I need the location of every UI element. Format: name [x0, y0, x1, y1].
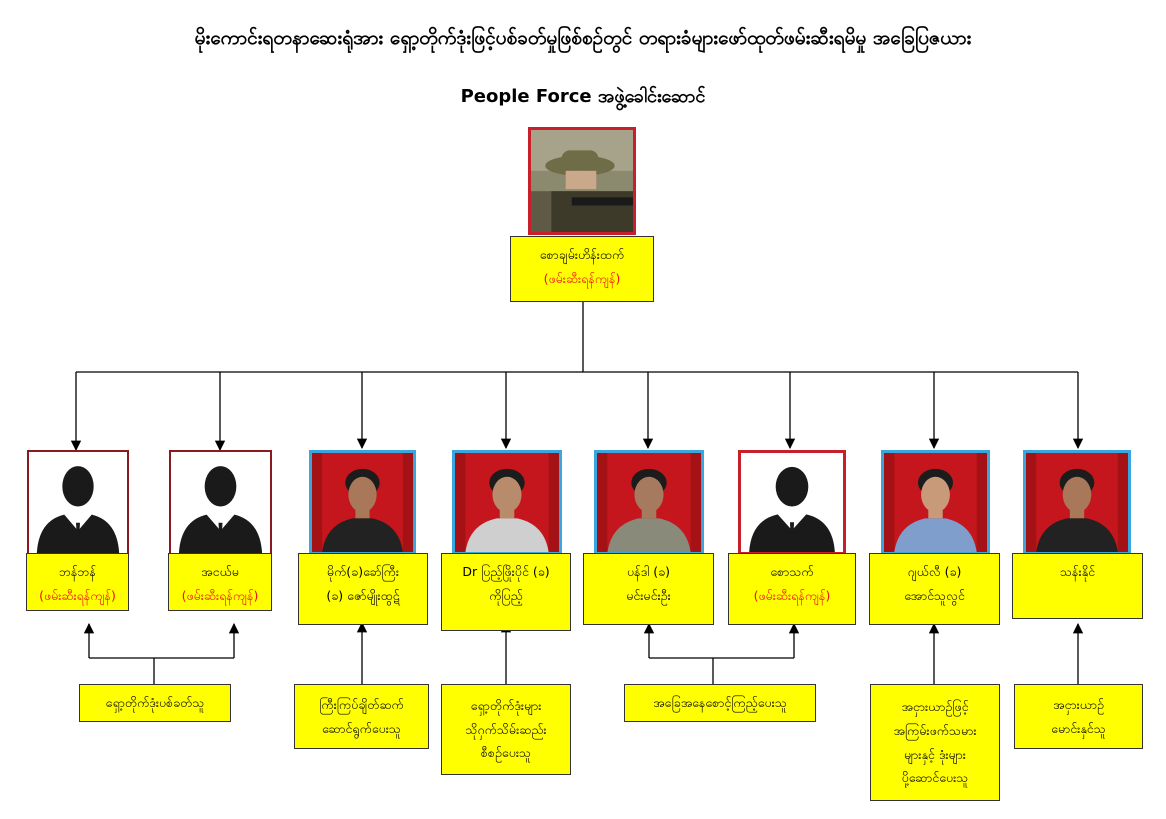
role-text-line: အကြမ်းဖက်သမား — [893, 722, 977, 738]
member-photo — [27, 450, 129, 555]
leader-photo — [528, 127, 636, 235]
leader-status: (ဖမ်းဆီးရန်ကျန်) — [543, 270, 621, 286]
member-status: (ဖမ်းဆီးရန်ကျန်) — [181, 587, 259, 603]
member-photo — [169, 450, 272, 555]
role-box: အခြေအနေစောင့်ကြည့်ပေးသူ — [624, 684, 816, 722]
member-photo — [881, 450, 990, 555]
member-name: Dr ပြည့်ဖြိုးပိုင် (ခ) — [462, 564, 550, 579]
member-card: မိုက်(ခ)ခော်ကြီး (ခ) ဇော်မျိုးထွဋ် — [298, 553, 428, 625]
member-card: စောသက် (ဖမ်းဆီးရန်ကျန်) — [728, 553, 856, 625]
member-alias: (ခ) ဇော်မျိုးထွဋ် — [326, 587, 400, 603]
role-text-line: ရှော့တိုက်ဒုံးပစ်ခတ်သူ — [105, 695, 205, 711]
member-status: (ဖမ်းဆီးရန်ကျန်) — [753, 587, 831, 603]
member-alias: မင်းမင်းဦး — [626, 587, 671, 603]
leader-name: စောချမ်းဟိန်းထက် — [539, 247, 625, 262]
member-card: သန်းနိုင် — [1012, 553, 1143, 619]
member-name: စောသက် — [770, 564, 814, 579]
role-text-line: များနှင့် ဒုံးများ — [904, 746, 966, 762]
role-text-line: ရှော့တိုက်ဒုံးများ — [470, 697, 542, 713]
member-alias: ကိုပြည့် — [489, 587, 523, 603]
member-card: အငယ်မ (ဖမ်းဆီးရန်ကျန်) — [168, 553, 272, 611]
role-text-line: ကြီးကြပ်ချိတ်ဆက် — [319, 696, 404, 712]
role-text-line: အငှားယာဉ် — [1053, 696, 1104, 712]
role-box: ရှော့တိုက်ဒုံးပစ်ခတ်သူ — [79, 684, 231, 722]
role-text-line: သိုဂှက်သိမ်းဆည်း — [465, 721, 547, 737]
role-text-line: ပို့ဆောင်ပေးသူ — [901, 770, 969, 786]
role-box: အငှားယာဉ်ဖြင့်အကြမ်းဖက်သမားများနှင့် ဒုံ… — [870, 684, 1000, 801]
member-card: Dr ပြည့်ဖြိုးပိုင် (ခ) ကိုပြည့် — [441, 553, 571, 631]
role-text-line: မောင်းနှင်သူ — [1051, 720, 1106, 736]
member-alias: အောင်သူလွင် — [904, 587, 965, 603]
member-name: မိုက်(ခ)ခော်ကြီး — [326, 564, 400, 579]
member-photo — [1023, 450, 1131, 555]
member-photo — [452, 450, 562, 555]
member-name: ဂျယ်လီ (ခ) — [907, 564, 962, 579]
member-photo — [594, 450, 704, 555]
leader-card: စောချမ်းဟိန်းထက် (ဖမ်းဆီးရန်ကျန်) — [510, 236, 654, 302]
member-status: (ဖမ်းဆီးရန်ကျန်) — [39, 587, 116, 603]
role-text-line: အငှားယာဉ်ဖြင့် — [901, 699, 969, 714]
role-box: အငှားယာဉ်မောင်းနှင်သူ — [1014, 684, 1143, 749]
member-photo — [309, 450, 416, 555]
chart-subtitle: People Force အဖွဲ့ခေါင်းဆောင် — [460, 86, 706, 107]
member-name: ပန်ဒါ (ခ) — [626, 564, 671, 579]
member-name: သန်းနိုင် — [1059, 564, 1096, 579]
member-photo — [738, 450, 846, 555]
role-text-line: အခြေအနေစောင့်ကြည့်ပေးသူ — [653, 695, 787, 711]
member-name: အငယ်မ — [201, 564, 239, 579]
member-card: ဂျယ်လီ (ခ) အောင်သူလွင် — [869, 553, 1000, 625]
member-card: ပန်ဒါ (ခ) မင်းမင်းဦး — [583, 553, 714, 625]
member-name: ဘန်ဘန် — [58, 564, 96, 579]
role-box: ကြီးကြပ်ချိတ်ဆက်ဆောင်ရွက်ပေးသူ — [294, 684, 429, 749]
member-card: ဘန်ဘန် (ဖမ်းဆီးရန်ကျန်) — [26, 553, 129, 611]
role-text-line: စီစဉ်ပေးသူ — [480, 745, 532, 761]
chart-title: မိုးကောင်းရတနာဆေးရုံအား ရှော့တိုက်ဒုံးဖြ… — [194, 27, 972, 49]
role-box: ရှော့တိုက်ဒုံးများသိုဂှက်သိမ်းဆည်းစီစဉ်ပ… — [441, 684, 571, 775]
role-text-line: ဆောင်ရွက်ပေးသူ — [321, 720, 402, 736]
